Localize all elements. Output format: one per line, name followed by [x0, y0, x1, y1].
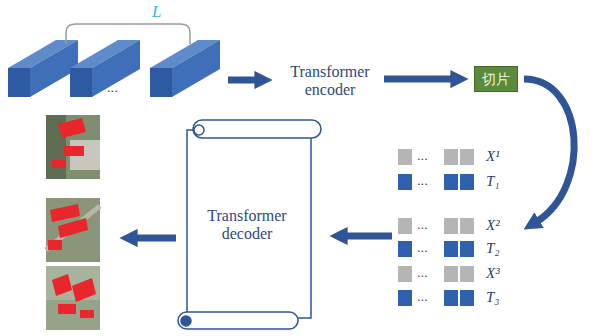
scroll-curl: [194, 125, 204, 135]
ellipsis: ...: [417, 265, 428, 281]
dimension-label: L: [152, 2, 161, 22]
feature-prism: [70, 68, 92, 97]
satellite-image: [50, 204, 80, 222]
flow-arrow: [134, 235, 176, 242]
token-square: [460, 290, 474, 306]
token-square: [398, 174, 412, 190]
flow-arrow: [384, 76, 454, 83]
token-name: T₁: [486, 172, 500, 190]
token-square: [460, 149, 474, 165]
process-box: 切片: [474, 66, 518, 92]
ellipsis: ...: [417, 289, 428, 305]
token-square: [398, 149, 412, 165]
token-square: [444, 290, 458, 306]
flow-arrow: [524, 79, 574, 222]
feature-prism: [92, 40, 140, 97]
token-square: [398, 149, 474, 306]
token-square: [444, 174, 458, 190]
ellipsis: ...: [417, 240, 428, 256]
token-square: [460, 241, 474, 257]
satellite-image: [64, 146, 84, 156]
scroll-box: Transformer decoder: [175, 118, 325, 332]
token-square: [444, 266, 458, 282]
feature-prism: [8, 40, 220, 97]
node-text: 切片: [482, 70, 510, 88]
token-square: [398, 290, 412, 306]
satellite-image: [58, 118, 86, 138]
token-name: T₂: [486, 239, 500, 257]
satellite-image: [46, 115, 100, 330]
flow-arrow: [228, 77, 258, 84]
ellipsis: ...: [417, 217, 428, 233]
token-square: [460, 174, 474, 190]
token-square: [460, 218, 474, 234]
token-square: [398, 218, 412, 234]
satellite-image: [46, 266, 100, 330]
token-square: [398, 266, 412, 282]
satellite-image: [46, 300, 100, 330]
satellite-image: [72, 278, 96, 302]
node-text: Transformer encoder: [280, 63, 380, 100]
token-square: [460, 266, 474, 282]
ellipsis: ...: [417, 173, 428, 189]
encoder-stage: Transformer encoder: [280, 63, 380, 100]
token-name: T₃: [486, 288, 500, 306]
flow-arrow: [344, 233, 392, 240]
satellite-image: [52, 160, 66, 168]
ellipsis: ...: [107, 80, 118, 96]
feature-prism: [172, 40, 220, 97]
satellite-image: [46, 198, 100, 262]
scroll-roll: [193, 120, 321, 138]
length-bracket: [66, 24, 190, 44]
feature-prism: [150, 68, 172, 97]
feature-prism: [8, 68, 30, 97]
token-square: [398, 241, 412, 257]
token-name: X²: [486, 216, 500, 234]
satellite-image: [58, 218, 88, 238]
scroll-curl: [181, 316, 191, 326]
scroll-body: [187, 130, 311, 318]
satellite-image: [58, 304, 76, 314]
satellite-image: [46, 115, 100, 179]
token-name: X³: [486, 264, 500, 282]
token-square: [444, 218, 458, 234]
token-square: [444, 149, 458, 165]
satellite-image: [52, 274, 72, 296]
satellite-image: [48, 240, 62, 250]
scroll-roll: [178, 312, 298, 329]
node-text: Transformer decoder: [197, 207, 297, 244]
ellipsis: ...: [417, 148, 428, 164]
token-square: [444, 241, 458, 257]
token-name: X¹: [486, 147, 500, 165]
satellite-image: [80, 310, 94, 318]
